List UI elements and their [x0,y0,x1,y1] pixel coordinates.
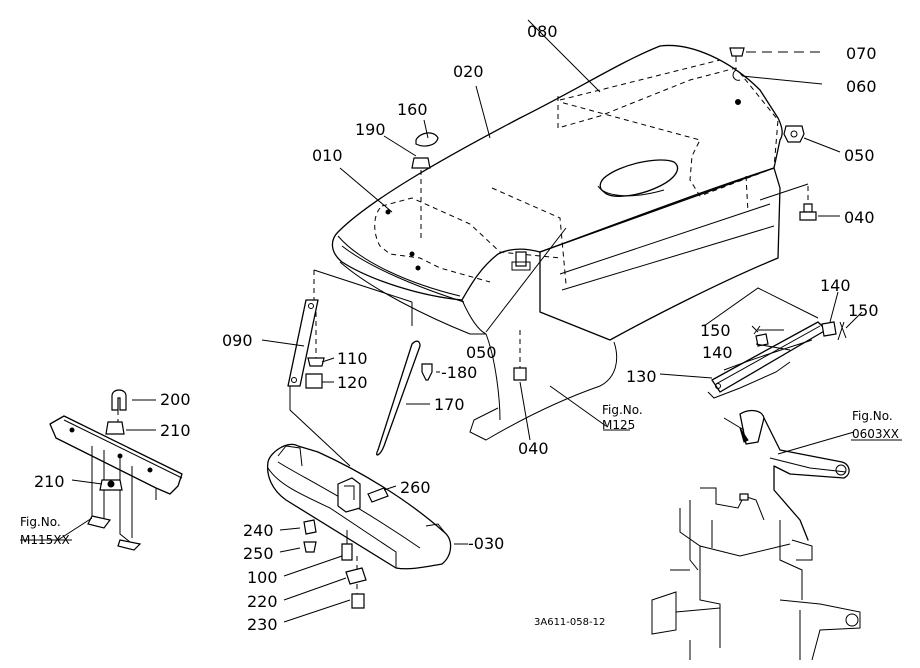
fig-ref-0603-label: Fig.No. [852,409,893,423]
label-140-lower: 140 [702,343,733,362]
label-040-lower: 040 [518,439,549,458]
bumper-030 [266,443,452,609]
grommet-190 [411,157,431,169]
label-110: 110 [337,349,368,368]
plate-220 [345,567,367,585]
label-220: 220 [247,592,278,611]
label-200: 200 [160,390,191,409]
fig-ref-m115-label: Fig.No. [20,515,61,529]
label-250: 250 [243,544,274,563]
label-020: 020 [453,62,484,81]
label-150-upper: 150 [848,301,879,320]
label-070: 070 [846,44,877,63]
label-210-upper: 210 [160,421,191,440]
label-050-lower: 050 [466,343,497,362]
clip-150-upper [837,321,847,341]
fig-ref-0603-value: 0603XX [852,427,899,441]
part-labels: 080 020 160 190 010 070 060 050 040 090 … [34,22,879,634]
clip-060 [732,69,741,81]
label-160: 160 [397,100,428,119]
cap-070 [729,47,745,57]
label-170: 170 [434,395,465,414]
label-190: 190 [355,120,386,139]
label-080: 080 [527,22,558,41]
hood-window [599,159,679,197]
bracket-260 [337,477,361,513]
fig-ref-m115-value: M115XX [20,533,70,547]
figure-references: Fig.No. M125 Fig.No. 0603XX Fig.No. M115… [20,403,899,628]
label-150-lower: 150 [700,321,731,340]
label-240: 240 [243,521,274,540]
drawing-code: 3A611-058-12 [534,617,605,628]
washer-110 [307,357,325,367]
rod-170 [376,340,433,456]
panel-080 [557,67,779,197]
clip-150-lower [751,325,761,335]
linkage-130-150 [703,287,847,399]
label-130: 130 [626,367,657,386]
bolt-120 [305,373,323,389]
pin-140-lower [755,333,769,347]
label-040-upper: 040 [844,208,875,227]
left-bracket-assembly [49,389,183,551]
fig-ref-m125-value: M125 [602,418,635,432]
label-120: 120 [337,373,368,392]
hood-top [331,44,783,301]
stay-090 [287,269,413,467]
hood-latch-050 [515,251,527,267]
label-030: -030 [468,534,504,553]
nut-210-upper [105,421,125,435]
frame-assembly [651,409,861,661]
label-060: 060 [846,77,877,96]
label-140-upper: 140 [820,276,851,295]
bolt-250 [303,541,317,553]
hood-side-panel [539,167,781,341]
label-210-lower: 210 [34,472,65,491]
label-010: 010 [312,146,343,165]
label-090: 090 [222,331,253,350]
hood-assembly [331,44,783,441]
bolt-230 [351,593,365,609]
label-180: -180 [441,363,477,382]
nut-050-upper [783,125,805,143]
label-100: 100 [247,568,278,587]
pin-140-upper [821,321,837,337]
hose-200 [111,389,127,411]
fasteners-upper-right [411,47,817,238]
bolt-100 [341,543,353,561]
fig-ref-m125-label: Fig.No. [602,403,643,417]
spring-240 [303,519,317,535]
bolt-040-lower [513,367,527,381]
knob-160 [415,132,439,147]
leader-lines [20,19,902,623]
label-260: 260 [400,478,431,497]
bolt-180 [421,363,433,381]
label-050-upper: 050 [844,146,875,165]
bolt-040-upper [803,203,813,213]
label-230: 230 [247,615,278,634]
